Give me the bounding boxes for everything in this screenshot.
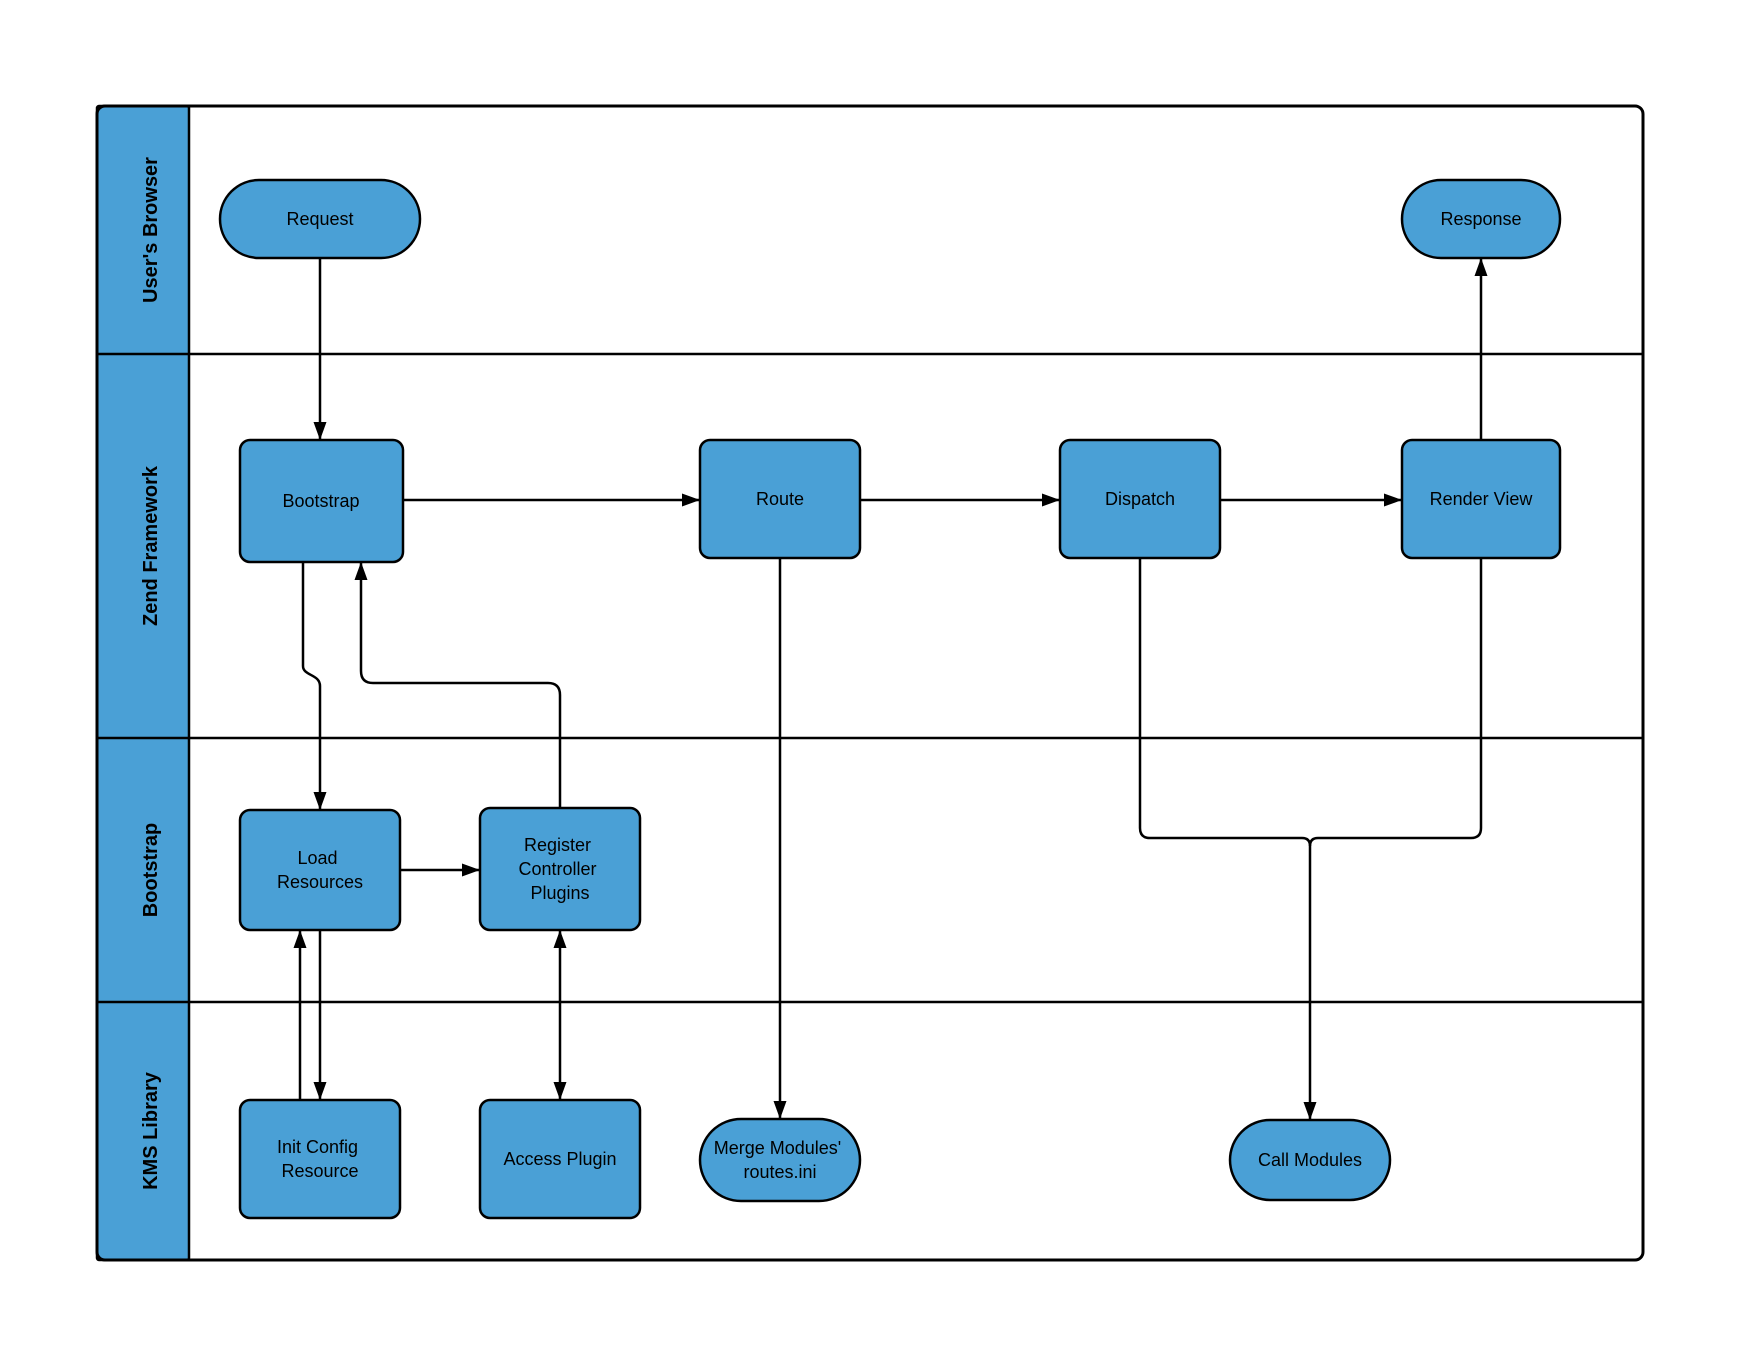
response-terminator-shape xyxy=(1400,178,1562,260)
diagram-border xyxy=(95,104,1645,1262)
node-render-view: Render View xyxy=(1400,438,1562,560)
request-terminator-shape xyxy=(218,178,422,260)
node-bootstrap: Bootstrap xyxy=(238,438,405,564)
call-modules-terminator-shape xyxy=(1228,1118,1392,1202)
merge-modules-routes-ini-terminator-shape xyxy=(698,1117,862,1203)
node-call-modules: Call Modules xyxy=(1228,1118,1392,1202)
merge-modules-routes-ini-label: Merge Modules' routes.ini xyxy=(714,1138,847,1182)
register-controller-plugins-process-shape xyxy=(478,806,642,932)
node-access-plugin: Access Plugin xyxy=(478,1098,642,1220)
load-resources-process-shape xyxy=(238,808,402,932)
edge-register-controller-plugins-bootstrap xyxy=(354,562,562,808)
swimlane-frame: User's Browser Zend Framework Bootstrap … xyxy=(95,104,1645,1262)
lane-label-kms-library: KMS Library xyxy=(140,1071,162,1190)
edge-bootstrap-load-resources xyxy=(301,562,327,810)
edge-render-view-call-modules xyxy=(1308,558,1483,847)
route-label: Route xyxy=(756,489,804,509)
node-init-config-resource: Init Config Resource xyxy=(238,1098,402,1220)
bootstrap-label: Bootstrap xyxy=(282,491,359,511)
init-config-resource-label: Init Config Resource xyxy=(277,1137,363,1181)
access-plugin-process-shape xyxy=(478,1098,642,1220)
register-controller-plugins-label: Register Controller Plugins xyxy=(518,835,601,903)
request-label: Request xyxy=(286,209,353,229)
node-route: Route xyxy=(698,438,862,560)
nodes: Request Response Bootstrap Route Dispatc… xyxy=(218,178,1562,1220)
lane-label-users-browser: User's Browser xyxy=(140,157,162,303)
dispatch-process-shape xyxy=(1058,438,1222,560)
node-load-resources: Load Resources xyxy=(238,808,402,932)
node-dispatch: Dispatch xyxy=(1058,438,1222,560)
edge-dispatch-call-modules xyxy=(1138,558,1317,1120)
call-modules-label: Call Modules xyxy=(1258,1150,1362,1170)
init-config-resource-process-shape xyxy=(238,1098,402,1220)
edges xyxy=(293,258,1488,1120)
render-view-process-shape xyxy=(1400,438,1562,560)
access-plugin-label: Access Plugin xyxy=(503,1149,616,1169)
node-merge-modules-routes-ini: Merge Modules' routes.ini xyxy=(698,1117,862,1203)
lane-label-bootstrap: Bootstrap xyxy=(140,823,162,917)
render-view-label: Render View xyxy=(1430,489,1534,509)
node-register-controller-plugins: Register Controller Plugins xyxy=(478,806,642,932)
node-response: Response xyxy=(1400,178,1562,260)
load-resources-label: Load Resources xyxy=(277,848,363,892)
lane-label-zend-framework: Zend Framework xyxy=(140,465,162,626)
dispatch-label: Dispatch xyxy=(1105,489,1175,509)
response-label: Response xyxy=(1440,209,1521,229)
bootstrap-process-shape xyxy=(238,438,405,564)
route-process-shape xyxy=(698,438,862,560)
node-request: Request xyxy=(218,178,422,260)
